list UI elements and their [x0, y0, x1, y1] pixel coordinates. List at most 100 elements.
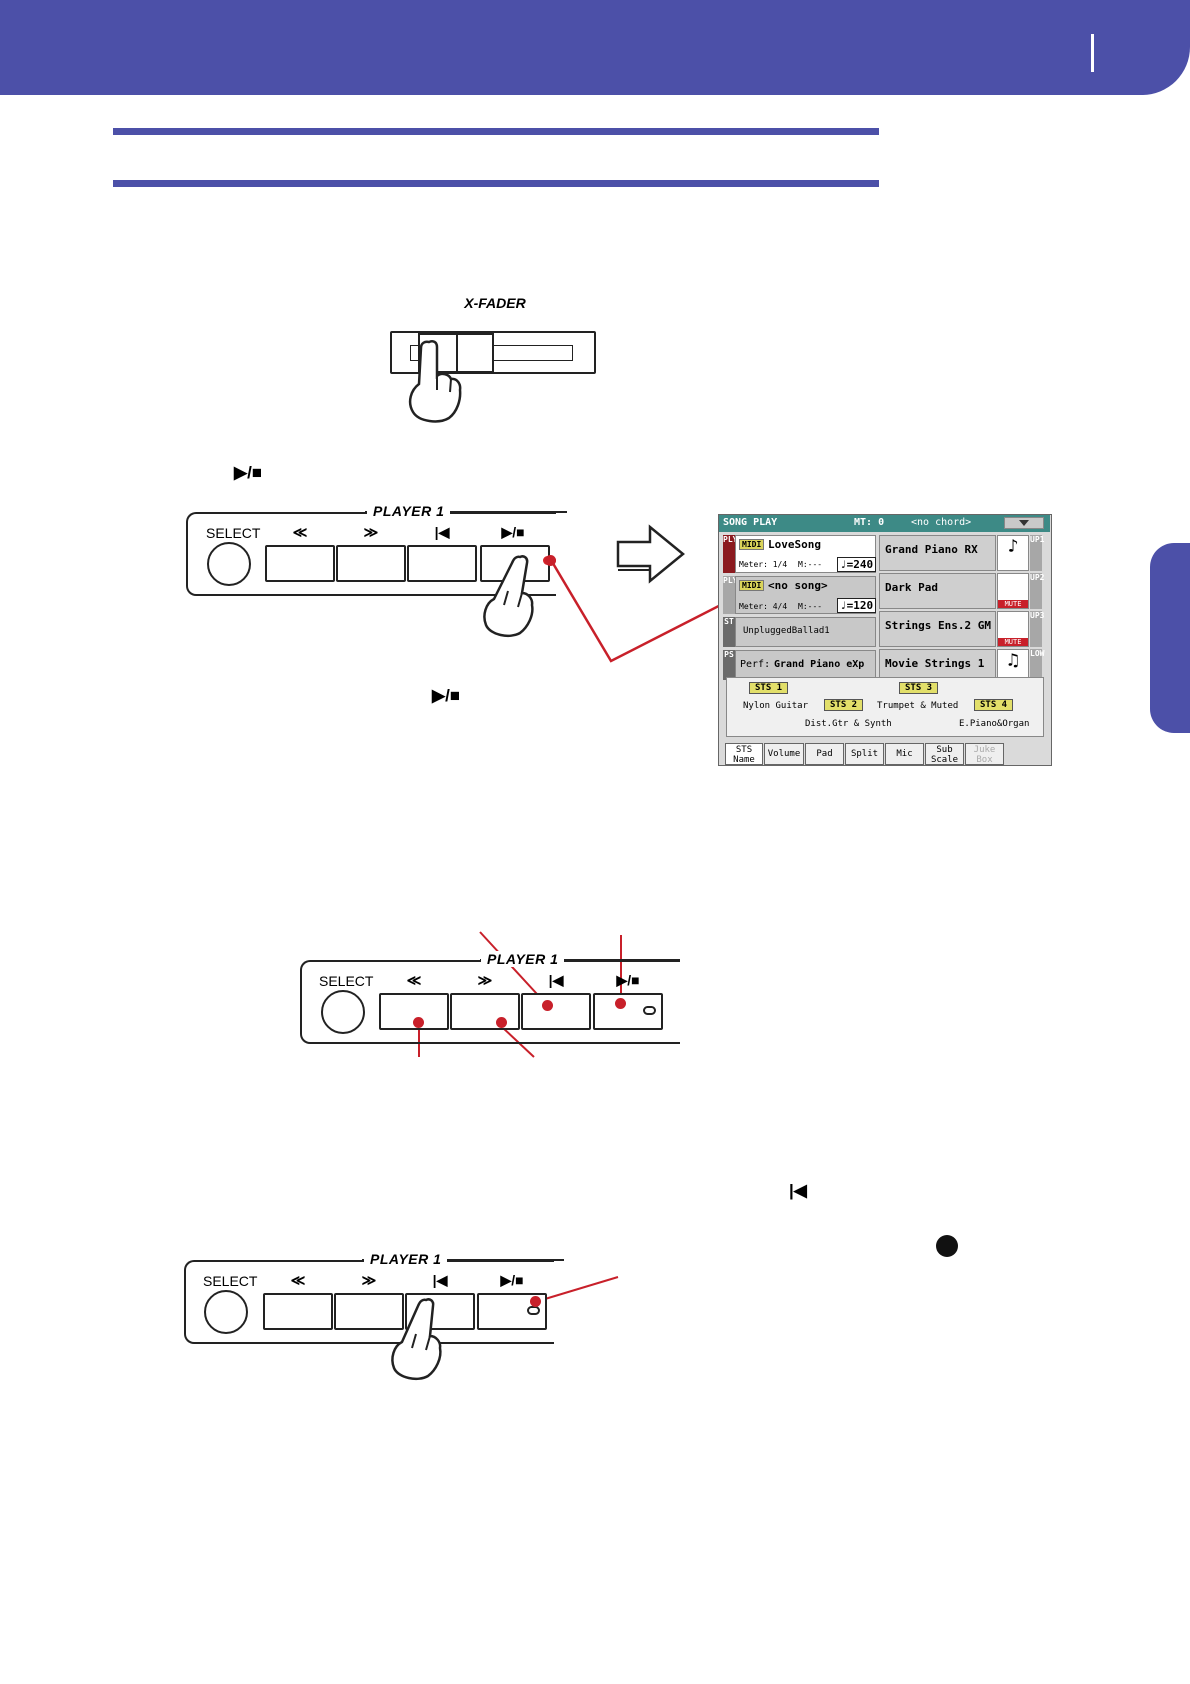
select-label-1: SELECT: [206, 525, 261, 541]
panel-2-top-line: [480, 959, 680, 961]
ply2-song-name: <no song>: [768, 579, 828, 592]
perf-name: Grand Piano eXp: [774, 659, 865, 670]
sts-2-button[interactable]: STS 2: [824, 699, 864, 711]
play-stop-label-3: ▶/■: [500, 1272, 524, 1288]
mute-badge-up3: MUTE: [998, 638, 1028, 646]
rewind-label-2: ≪: [406, 972, 422, 988]
select-button-3[interactable]: [204, 1290, 248, 1334]
forward-button-2[interactable]: [450, 993, 520, 1030]
sound-name-up1: Grand Piano RX: [885, 543, 978, 556]
tab-mic[interactable]: Mic: [885, 743, 924, 765]
track-label-up1: UP1: [1030, 535, 1044, 571]
play-stop-symbol-inline-2: ▶/■: [432, 686, 461, 705]
select-label-2: SELECT: [319, 973, 374, 989]
sts-4-button[interactable]: STS 4: [974, 699, 1014, 711]
sts-panel: STS 1 STS 2 STS 3 STS 4 Nylon Guitar Dis…: [726, 677, 1044, 737]
tab-label: Box: [976, 755, 993, 765]
sts-1-name: Nylon Guitar: [743, 701, 809, 711]
tab-volume[interactable]: Volume: [764, 743, 804, 765]
display-chord: <no chord>: [911, 517, 972, 528]
ply1-song-name: LoveSong: [768, 538, 821, 551]
hand-pointer-icon: [483, 555, 534, 637]
player-panel-2-title: PLAYER 1: [481, 951, 565, 967]
ply2-label: PLY2: [723, 576, 742, 614]
sound-slot-up3[interactable]: Strings Ens.2 GM: [879, 611, 996, 647]
home-label-2: |◀: [548, 972, 564, 988]
forward-label-3: ≫: [361, 1272, 377, 1288]
section-rule-bottom: [113, 180, 879, 187]
ply1-meter: Meter: 1/4: [739, 560, 788, 569]
sts-3-button[interactable]: STS 3: [899, 682, 939, 694]
sts-1-button[interactable]: STS 1: [749, 682, 789, 694]
panel-1-top-line: [365, 511, 567, 513]
rewind-button-3[interactable]: [263, 1293, 333, 1330]
ply2-midi-badge: MIDI: [739, 580, 765, 591]
forward-button-3[interactable]: [334, 1293, 404, 1330]
tab-split[interactable]: Split: [845, 743, 884, 765]
ply1-slot[interactable]: MIDI LoveSong Meter: 1/4 M:--- ♩=240: [735, 535, 877, 573]
page-header-band: [0, 0, 1190, 95]
track-label-up3: UP3: [1030, 611, 1044, 647]
perf-prefix: Perf:: [740, 659, 771, 670]
mute-badge-up2: MUTE: [998, 600, 1028, 608]
play-stop-label-1: ▶/■: [501, 524, 525, 540]
ply1-label: PLY1: [723, 535, 742, 573]
hand-pointer-icon: [408, 339, 462, 423]
play-stop-label-2: ▶/■: [616, 972, 640, 988]
callout-dot: [496, 1017, 507, 1028]
sound-slot-up2[interactable]: Dark Pad: [879, 573, 996, 609]
sts-2-name: Dist.Gtr & Synth: [805, 719, 892, 729]
forward-button-1[interactable]: [336, 545, 406, 582]
tab-label: Mic: [896, 749, 913, 759]
sound-name-up3: Strings Ens.2 GM: [885, 619, 991, 632]
home-button-2[interactable]: [521, 993, 591, 1030]
home-symbol-inline: |◀: [789, 1181, 807, 1200]
callout-dot: [542, 1000, 553, 1011]
rewind-button-1[interactable]: [265, 545, 335, 582]
play-stop-led-3: [527, 1306, 540, 1315]
home-label-1: |◀: [434, 524, 450, 540]
style-name: UnpluggedBallad1: [743, 626, 830, 636]
home-button-1[interactable]: [407, 545, 477, 582]
rewind-label-3: ≪: [290, 1272, 306, 1288]
ply2-slot[interactable]: MIDI <no song> Meter: 4/4 M:--- ♩=120: [735, 576, 877, 614]
synth-pad-icon: MUTE: [997, 573, 1029, 609]
callout-dot: [615, 998, 626, 1009]
player-panel-3-title: PLAYER 1: [364, 1251, 448, 1267]
section-rule-top: [113, 128, 879, 135]
ply2-tempo: ♩=120: [837, 598, 877, 613]
ply1-measure: M:---: [798, 560, 823, 569]
st-slot[interactable]: UnpluggedBallad1: [735, 617, 876, 647]
tab-pad[interactable]: Pad: [805, 743, 844, 765]
sound-slot-up1[interactable]: Grand Piano RX: [879, 535, 996, 571]
select-button-1[interactable]: [207, 542, 251, 586]
xfader-knob-notch: [410, 345, 418, 361]
ps-label: PS: [723, 650, 735, 680]
forward-label-1: ≫: [363, 524, 379, 540]
tab-label: Volume: [767, 749, 801, 759]
sts-3-name: Trumpet & Muted: [877, 701, 959, 711]
play-stop-symbol-inline: ▶/■: [234, 463, 263, 482]
home-label-3: |◀: [432, 1272, 448, 1288]
tab-label: Sub: [936, 745, 953, 755]
tab-label: Split: [850, 749, 879, 759]
select-button-2[interactable]: [321, 990, 365, 1034]
chapter-side-tab: [1150, 543, 1190, 733]
play-stop-button-2[interactable]: [593, 993, 663, 1030]
sound-name-low: Movie Strings 1: [885, 657, 985, 670]
song-play-display: SONG PLAY MT: 0 <no chord> PLY1 MIDI Lov…: [718, 514, 1052, 766]
ply1-midi-badge: MIDI: [739, 539, 765, 550]
strings-icon: MUTE: [997, 611, 1029, 647]
ps-slot[interactable]: Perf: Grand Piano eXp: [735, 650, 876, 680]
play-stop-led-2: [643, 1006, 656, 1015]
hand-pointer-icon: [391, 1298, 442, 1380]
rewind-label-1: ≪: [292, 524, 308, 540]
sound-name-up2: Dark Pad: [885, 581, 938, 594]
tab-label: Scale: [930, 755, 959, 765]
callout-dot: [413, 1017, 424, 1028]
callout-dot: [545, 555, 556, 566]
